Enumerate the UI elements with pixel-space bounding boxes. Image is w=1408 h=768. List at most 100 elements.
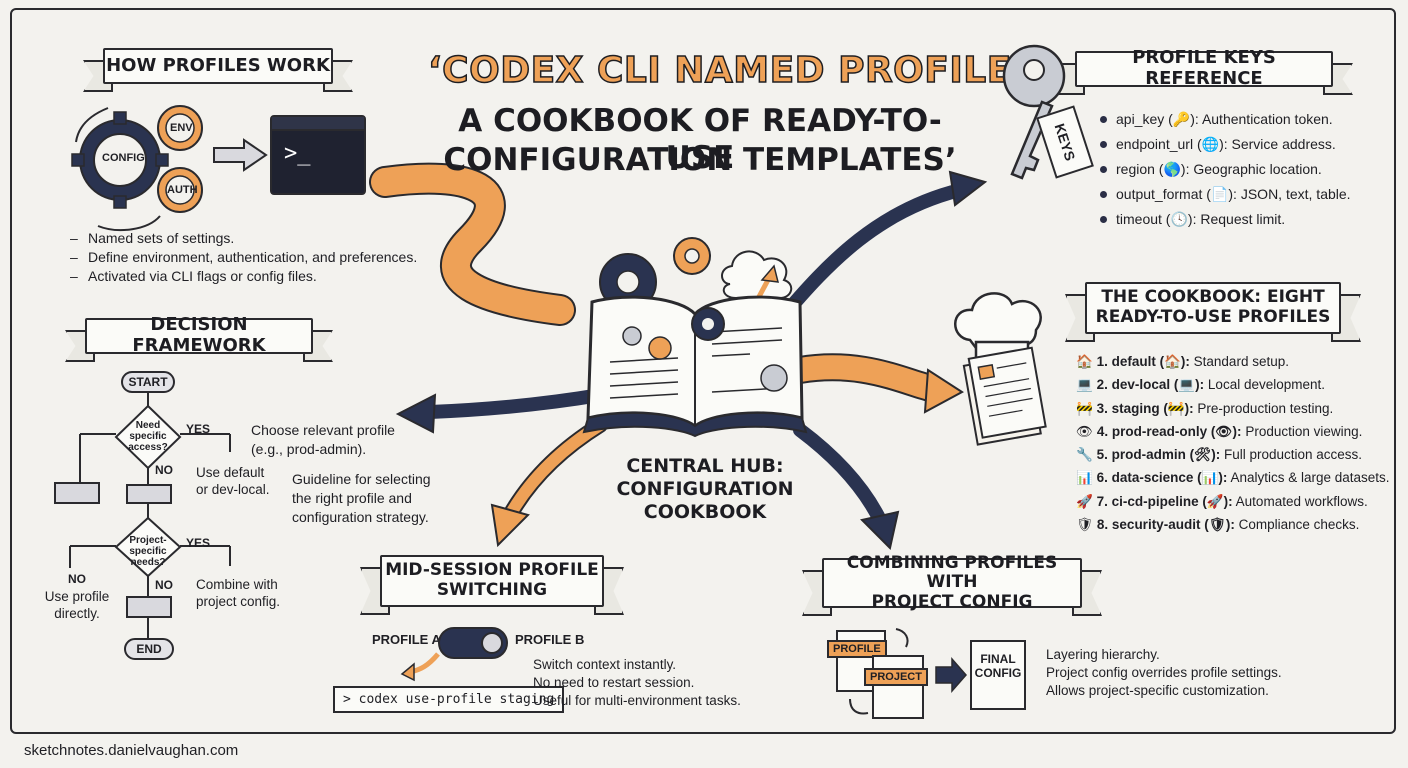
- how-profiles-bullet: Activated via CLI flags or config files.: [70, 267, 417, 286]
- decision-q2: Project-specific needs?: [129, 535, 167, 568]
- gear-icon: [760, 364, 788, 392]
- switching-note: Switch context instantly.: [533, 657, 677, 672]
- gears-illustration: [71, 105, 203, 232]
- combining-note: Layering hierarchy.: [1046, 647, 1160, 662]
- how-profiles-bullet: Named sets of settings.: [70, 229, 417, 248]
- cookbook-heading: THE COOKBOOK: EIGHT READY-TO-USE PROFILE…: [1085, 282, 1341, 334]
- combining-note: Allows project-specific customization.: [1046, 683, 1269, 698]
- flow-box-center: [126, 484, 172, 504]
- combining-heading: COMBINING PROFILES WITH PROJECT CONFIG: [822, 553, 1082, 611]
- no-label-2b: NO: [155, 578, 173, 592]
- how-profiles-bullets: Named sets of settings. Define environme…: [70, 229, 417, 286]
- profile-key-item: api_key (🔑): Authentication token.: [1098, 107, 1351, 132]
- profile-key-item: timeout (🕓): Request limit.: [1098, 207, 1351, 232]
- gear-icon: [622, 326, 642, 346]
- no1-text: Use default or dev-local.: [196, 465, 270, 497]
- gear-icon: [673, 237, 711, 275]
- profile-staging: 🚧 3. staging (🚧): Pre-production testing…: [1076, 400, 1334, 416]
- page-frame: [10, 8, 1396, 734]
- toggle-knob: [481, 632, 503, 654]
- final-config-line-2: CONFIG: [974, 666, 1022, 680]
- arrow-hub-to-keys: [773, 183, 967, 327]
- combining-heading-line-1: COMBINING PROFILES WITH: [846, 552, 1058, 593]
- clock-icon: 🕓: [1170, 211, 1188, 227]
- curved-arrow-icon: [400, 652, 440, 682]
- rocket-icon: 🚀: [1076, 493, 1093, 509]
- profile-b-label: PROFILE B: [515, 632, 585, 647]
- title-line-1: ‘CODEX CLI NAMED PROFILES:: [427, 49, 1054, 92]
- profile-prod-admin: 🔧 5. prod-admin (🛠): Full production acc…: [1076, 447, 1363, 463]
- title-line-2: A COOKBOOK OF READY-TO-USE: [458, 103, 942, 177]
- arrow-right-icon: [213, 138, 268, 172]
- yes1-text: Choose relevant profile (e.g., prod-admi…: [251, 422, 395, 457]
- combining-notes: Layering hierarchy. Project config overr…: [1046, 646, 1282, 700]
- chef-hat-recipe-icon: [954, 292, 1047, 446]
- combining-heading-line-2: PROJECT CONFIG: [871, 591, 1033, 612]
- laptop-icon: 💻: [1076, 377, 1093, 393]
- hub-title: CENTRAL HUB: CONFIGURATION COOKBOOK: [600, 455, 810, 524]
- env-gear-icon: [157, 105, 203, 151]
- earth-icon: 🌎: [1163, 161, 1181, 177]
- profile-keys-heading: PROFILE KEYS REFERENCE: [1075, 47, 1333, 89]
- arrow-right-icon: [935, 657, 967, 693]
- profile-toggle[interactable]: [438, 627, 508, 659]
- bar-chart-icon: 📊: [1076, 470, 1093, 486]
- cookbook-heading-line-2: READY-TO-USE PROFILES: [1095, 307, 1331, 327]
- switching-heading-line-1: MID-SESSION PROFILE: [385, 560, 599, 581]
- profile-ci-cd-pipeline: 🚀 7. ci-cd-pipeline (🚀): Automated workf…: [1076, 493, 1368, 509]
- switching-note: No need to restart session.: [533, 675, 695, 690]
- flow-box-left: [54, 482, 100, 504]
- hub-line-3: COOKBOOK: [643, 501, 767, 523]
- final-config-doc: FINAL CONFIG: [970, 640, 1026, 710]
- gear-icon: [648, 336, 672, 360]
- no-label-2a: NO: [68, 572, 86, 586]
- decision-diamond-1: [114, 404, 182, 470]
- key-icon: 🔑: [1172, 111, 1191, 127]
- config-gear-label: CONFIG: [102, 152, 145, 164]
- arrow-hub-to-decision: [423, 388, 607, 419]
- cookbook-book-illustration: [582, 237, 808, 438]
- keys-tag-label: KEYS: [1051, 121, 1079, 163]
- project-doc-icon: [872, 655, 924, 719]
- profile-data-science: 📊 6. data-science (📊): Analytics & large…: [1076, 470, 1390, 486]
- auth-gear-label: AUTH: [167, 184, 198, 196]
- footer-credit[interactable]: sketchnotes.danielvaughan.com: [24, 742, 239, 759]
- how-profiles-bullet: Define environment, authentication, and …: [70, 248, 417, 267]
- shield-icon: 🛡: [1076, 517, 1094, 533]
- profile-tag: PROFILE: [827, 640, 887, 658]
- combining-note: Project config overrides profile setting…: [1046, 665, 1282, 680]
- switching-heading: MID-SESSION PROFILE SWITCHING: [380, 555, 604, 607]
- switching-note: Useful for multi-environment tasks.: [533, 693, 741, 708]
- eye-icon: 👁: [1076, 423, 1094, 439]
- decision-heading: DECISION FRAMEWORK: [85, 314, 313, 356]
- yes2-text: Combine with project config.: [196, 577, 281, 609]
- cookbook-profile-list: 🏠 1. default (🏠): Standard setup. 💻 2. d…: [1076, 350, 1390, 536]
- env-gear-label: ENV: [170, 122, 193, 134]
- terminal-prompt: >_: [284, 141, 311, 166]
- no-label-1: NO: [155, 463, 173, 477]
- switching-heading-line-2: SWITCHING: [436, 580, 548, 600]
- profile-dev-local: 💻 2. dev-local (💻): Local development.: [1076, 377, 1325, 393]
- terminal-window-icon: >_: [270, 115, 366, 195]
- profile-security-audit: 🛡 8. security-audit (🛡): Compliance chec…: [1076, 517, 1360, 533]
- project-tag: PROJECT: [864, 668, 928, 686]
- decision-guideline: Guideline for selecting the right profil…: [292, 471, 431, 525]
- wrench-icon: 🔧: [1076, 447, 1093, 463]
- cookbook-heading-line-1: THE COOKBOOK: EIGHT: [1101, 287, 1325, 308]
- hub-line-1: CENTRAL HUB:: [626, 455, 784, 477]
- flow-box-bottom: [126, 596, 172, 618]
- switch-command-box[interactable]: > codex use-profile staging: [333, 686, 565, 713]
- flow-start: START: [121, 371, 175, 393]
- flow-end: END: [124, 638, 174, 660]
- yes-label-1: YES: [186, 422, 211, 436]
- layer-arrows: [849, 628, 967, 715]
- decision-q1: Need specific access?: [128, 420, 168, 453]
- hub-line-2: CONFIGURATION: [616, 478, 794, 500]
- config-gear-icon: [71, 111, 169, 209]
- profile-key-item: region (🌎): Geographic location.: [1098, 157, 1351, 182]
- flowchart-lines: [69, 392, 231, 638]
- profile-prod-read-only: 👁 4. prod-read-only (👁): Production view…: [1076, 423, 1363, 439]
- profile-default: 🏠 1. default (🏠): Standard setup.: [1076, 354, 1289, 369]
- profile-a-label: PROFILE A: [372, 632, 441, 647]
